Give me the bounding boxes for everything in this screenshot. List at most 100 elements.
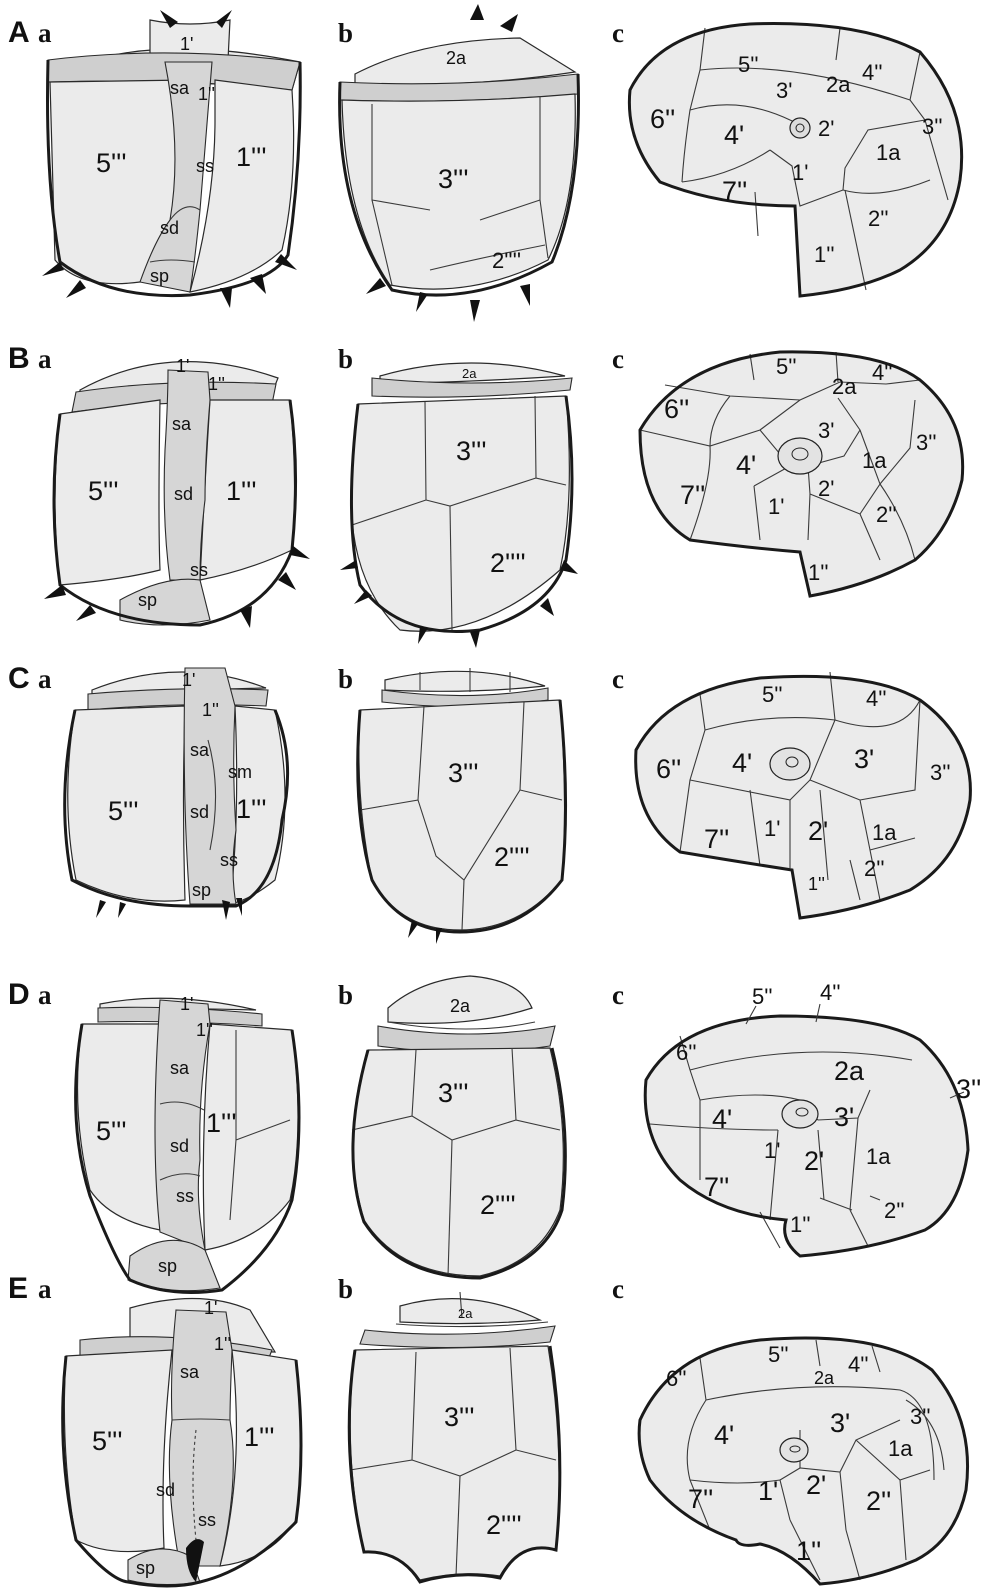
row-b-a-label-2: sa xyxy=(172,414,192,434)
row-a-a-label-4: 1''' xyxy=(236,142,266,172)
row-c-c-label-9: 7'' xyxy=(704,824,729,854)
row-c-a-label-1: 1'' xyxy=(202,700,219,720)
row-e-c-label-5: 4' xyxy=(714,1420,734,1450)
row-d-c-label-11: 2'' xyxy=(884,1198,905,1223)
row-a-c-label-7: 3'' xyxy=(922,114,943,139)
row-e-b-label-1: 3''' xyxy=(444,1402,474,1432)
row-d-a-label-5: sd xyxy=(170,1136,189,1156)
row-d-a-label-1: 1'' xyxy=(196,1020,213,1040)
row-e-panel-b-letter: b xyxy=(338,1274,353,1304)
row-d-apical-view: 5'' 4'' 6'' 2a 3'' 4' 3' 1' 2' 1a 7'' 2'… xyxy=(645,980,981,1256)
row-c-c-label-0: 5'' xyxy=(762,682,783,707)
row-e-b-label-0: 2a xyxy=(458,1306,473,1321)
row-e-c-label-7: 1a xyxy=(888,1436,913,1461)
row-e-c-label-6: 3' xyxy=(830,1408,850,1438)
row-e-c-label-12: 1'' xyxy=(796,1536,821,1566)
row-e-c-label-2: 6'' xyxy=(666,1366,687,1391)
row-c-c-label-11: 1'' xyxy=(808,874,825,894)
row-b-panel-a-letter: a xyxy=(38,344,52,374)
row-e-c-label-8: 7'' xyxy=(688,1484,713,1514)
row-b-panel-c-letter: c xyxy=(612,344,624,374)
row-c: C a b c 1' 1'' sa sm 5''' 1''' sd ss sp xyxy=(8,662,970,944)
row-b-c-label-10: 1' xyxy=(768,494,784,519)
row-e-c-label-1: 4'' xyxy=(848,1352,869,1377)
row-d-panel-b-letter: b xyxy=(338,980,353,1010)
row-e-a-label-7: sp xyxy=(136,1558,155,1578)
row-d-a-label-0: 1' xyxy=(180,994,193,1014)
row-e-panel-c-letter: c xyxy=(612,1274,624,1304)
row-b-c-label-2: 2a xyxy=(832,374,857,399)
row-a-c-label-10: 1' xyxy=(792,160,808,185)
row-c-a-label-5: 1''' xyxy=(236,794,266,824)
row-b-a-label-5: sd xyxy=(174,484,193,504)
row-b: B a b c 1' 1'' sa 5''' 1''' sd ss sp xyxy=(8,342,963,648)
row-c-c-label-5: 3'' xyxy=(930,760,951,785)
row-b-b-label-0: 2a xyxy=(462,366,477,381)
row-a-a-label-7: sp xyxy=(150,266,169,286)
row-b-c-label-0: 5'' xyxy=(776,354,797,379)
row-d-c-label-3: 2a xyxy=(834,1056,865,1086)
row-a-c-label-0: 5'' xyxy=(738,52,759,77)
row-e-a-label-2: sa xyxy=(180,1362,200,1382)
row-e-a-label-3: 5''' xyxy=(92,1426,122,1456)
row-a-dorsal-view: 2a 3''' 2'''' xyxy=(340,4,579,322)
row-a-panel-a-letter: a xyxy=(38,18,52,48)
row-b-c-label-11: 2'' xyxy=(876,502,897,527)
row-c-apical-view: 5'' 4'' 6'' 4' 3' 3'' 1' 2' 1a 7'' 2'' 1… xyxy=(636,672,971,918)
row-b-dorsal-view: 2a 3''' 2'''' xyxy=(340,363,578,648)
row-e-a-label-1: 1'' xyxy=(214,1334,231,1354)
row-d-a-label-7: sp xyxy=(158,1256,177,1276)
row-c-c-label-8: 1a xyxy=(872,820,897,845)
row-e-a-label-4: 1''' xyxy=(244,1422,274,1452)
row-a-a-label-0: 1' xyxy=(180,34,193,54)
row-b-panel-b-letter: b xyxy=(338,344,353,374)
row-d-b-label-2: 2'''' xyxy=(480,1190,516,1220)
row-b-a-label-4: 1''' xyxy=(226,476,256,506)
row-c-dorsal-view: 3''' 2'''' xyxy=(358,668,566,944)
row-a-c-label-5: 4' xyxy=(724,120,744,150)
row-b-b-label-1: 3''' xyxy=(456,436,486,466)
row-b-a-label-0: 1' xyxy=(176,356,189,376)
row-c-a-label-6: sd xyxy=(190,802,209,822)
row-b-c-label-12: 1'' xyxy=(808,560,829,585)
row-e-a-label-6: ss xyxy=(198,1510,216,1530)
row-e: E a b c 1' 1'' sa 5''' 1''' sd ss sp xyxy=(8,1272,968,1586)
row-d-c-label-7: 1' xyxy=(764,1138,780,1163)
row-c-c-label-6: 1' xyxy=(764,816,780,841)
row-d-c-label-9: 1a xyxy=(866,1144,891,1169)
row-d-a-label-2: sa xyxy=(170,1058,190,1078)
row-d-panel-a-letter: a xyxy=(38,980,52,1010)
row-a-apical-view: 5'' 4'' 2a 3' 6'' 4' 2' 3'' 1a 7'' 1' 2'… xyxy=(629,24,961,296)
row-c-c-label-4: 3' xyxy=(854,744,874,774)
row-e-panel-a-letter: a xyxy=(38,1274,52,1304)
row-c-b-label-1: 2'''' xyxy=(494,842,530,872)
row-a-c-label-4: 6'' xyxy=(650,104,675,134)
row-e-ventral-view: 1' 1'' sa 5''' 1''' sd ss sp xyxy=(63,1298,301,1586)
row-d-panel-c-letter: c xyxy=(612,980,624,1010)
row-d-a-label-4: 1''' xyxy=(206,1108,236,1138)
row-d-c-label-6: 3' xyxy=(834,1102,854,1132)
row-b-c-label-1: 4'' xyxy=(872,360,893,385)
row-e-c-label-11: 2'' xyxy=(866,1486,891,1516)
row-d-a-label-6: ss xyxy=(176,1186,194,1206)
row-a-c-label-3: 3' xyxy=(776,78,792,103)
row-d-c-label-12: 1'' xyxy=(790,1212,811,1237)
row-b-a-label-7: sp xyxy=(138,590,157,610)
row-b-apical-view: 5'' 4'' 2a 6'' 3' 4' 1a 3'' 2' 7'' 1' 2'… xyxy=(640,352,963,596)
row-d-c-label-8: 2' xyxy=(804,1146,824,1176)
row-d-c-label-1: 4'' xyxy=(820,980,841,1005)
row-a-a-label-1: 1'' xyxy=(198,84,215,104)
row-b-c-label-9: 7'' xyxy=(680,480,705,510)
row-c-c-label-10: 2'' xyxy=(864,856,885,881)
row-e-dorsal-view: 2a 3''' 2'''' xyxy=(349,1292,560,1582)
row-c-a-label-4: 5''' xyxy=(108,796,138,826)
row-b-c-label-3: 6'' xyxy=(664,394,689,424)
row-a-c-label-12: 1'' xyxy=(814,242,835,267)
row-a-letter: A xyxy=(8,16,30,49)
row-c-a-label-8: sp xyxy=(192,880,211,900)
row-a-panel-b-letter: b xyxy=(338,18,353,48)
row-a: A a b c 1' 1'' sa 5''' 1''' ss sd sp xyxy=(8,4,962,322)
row-e-c-label-4: 3'' xyxy=(910,1404,931,1429)
row-b-c-label-8: 2' xyxy=(818,476,834,501)
